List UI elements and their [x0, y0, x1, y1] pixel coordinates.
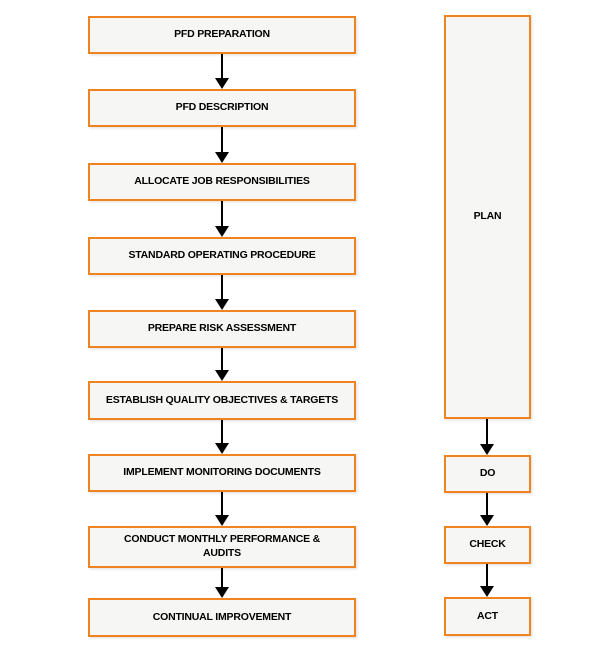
down-arrow [215, 275, 229, 310]
pdca-label: DO [479, 467, 496, 480]
step-establish-quality-objectives-box: ESTABLISH QUALITY OBJECTIVES & TARGETS [88, 381, 356, 420]
down-arrow [215, 492, 229, 526]
step-prepare-risk-assessment-box: PREPARE RISK ASSESSMENT [88, 310, 356, 348]
down-arrow [215, 348, 229, 381]
down-arrow [215, 54, 229, 89]
pdca-label: ACT [477, 609, 498, 622]
down-arrow [215, 568, 229, 598]
step-label: STANDARD OPERATING PROCEDURE [128, 249, 316, 262]
step-label: PFD PREPARATION [174, 28, 270, 41]
step-label: IMPLEMENT MONITORING DOCUMENTS [123, 466, 321, 479]
down-arrow [215, 420, 229, 454]
down-arrow [480, 493, 494, 526]
pdca-check-box: CHECK [444, 526, 531, 564]
pdca-label: PLAN [473, 210, 502, 223]
step-label: CONTINUAL IMPROVEMENT [152, 610, 292, 623]
down-arrow [215, 127, 229, 163]
step-pfd-description-box: PFD DESCRIPTION [88, 89, 356, 127]
step-conduct-monthly-performance-audits-box: CONDUCT MONTHLY PERFORMANCE & AUDITS [88, 526, 356, 568]
pdca-label: CHECK [469, 538, 506, 551]
step-label: PREPARE RISK ASSESSMENT [147, 322, 297, 335]
down-arrow [480, 419, 494, 455]
step-label: ESTABLISH QUALITY OBJECTIVES & TARGETS [105, 393, 339, 406]
pdca-act-box: ACT [444, 597, 531, 636]
step-implement-monitoring-documents-box: IMPLEMENT MONITORING DOCUMENTS [88, 454, 356, 492]
down-arrow [480, 564, 494, 597]
step-standard-operating-procedure-box: STANDARD OPERATING PROCEDURE [88, 237, 356, 275]
pdca-plan-box: PLAN [444, 15, 531, 419]
step-label: CONDUCT MONTHLY PERFORMANCE & AUDITS [123, 533, 321, 559]
step-pfd-preparation-box: PFD PREPARATION [88, 16, 356, 54]
step-allocate-job-responsibilities-box: ALLOCATE JOB RESPONSIBILITIES [88, 163, 356, 201]
pdca-do-box: DO [444, 455, 531, 493]
step-label: PFD DESCRIPTION [175, 101, 269, 114]
step-label: ALLOCATE JOB RESPONSIBILITIES [134, 175, 310, 188]
step-continual-improvement-box: CONTINUAL IMPROVEMENT [88, 598, 356, 637]
down-arrow [215, 201, 229, 237]
